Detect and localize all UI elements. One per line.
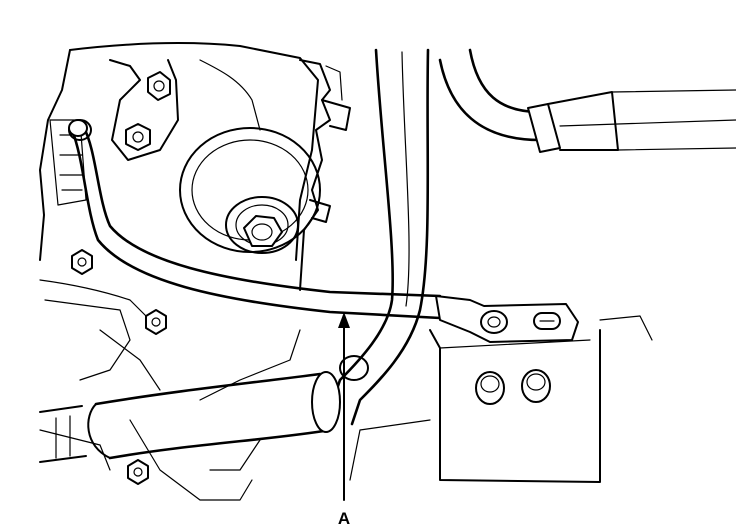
right-housing bbox=[349, 315, 653, 483]
bolt-small-center bbox=[339, 355, 369, 381]
bolt-mid-left bbox=[145, 309, 167, 335]
bolt-top-left bbox=[147, 71, 171, 101]
vertical-hose bbox=[328, 48, 430, 426]
bolt-mount-left bbox=[125, 123, 151, 151]
bolt-lower-right-1 bbox=[475, 371, 505, 405]
callout-a: A bbox=[338, 312, 350, 528]
pulley-assembly bbox=[179, 127, 321, 254]
upper-right-hose bbox=[438, 48, 736, 153]
bolt-lower-right-2 bbox=[521, 369, 551, 403]
callout-label-a: A bbox=[338, 509, 350, 528]
bolt-bottom-left bbox=[127, 459, 149, 485]
ground-strap-cable bbox=[68, 119, 442, 320]
bracket-panel bbox=[299, 59, 351, 291]
terminal-bracket bbox=[435, 295, 579, 343]
bolt-pulley-center bbox=[243, 215, 283, 247]
callout-arrowhead-icon bbox=[338, 312, 350, 328]
lower-hose bbox=[39, 371, 341, 463]
bolt-lower-left bbox=[71, 249, 93, 275]
